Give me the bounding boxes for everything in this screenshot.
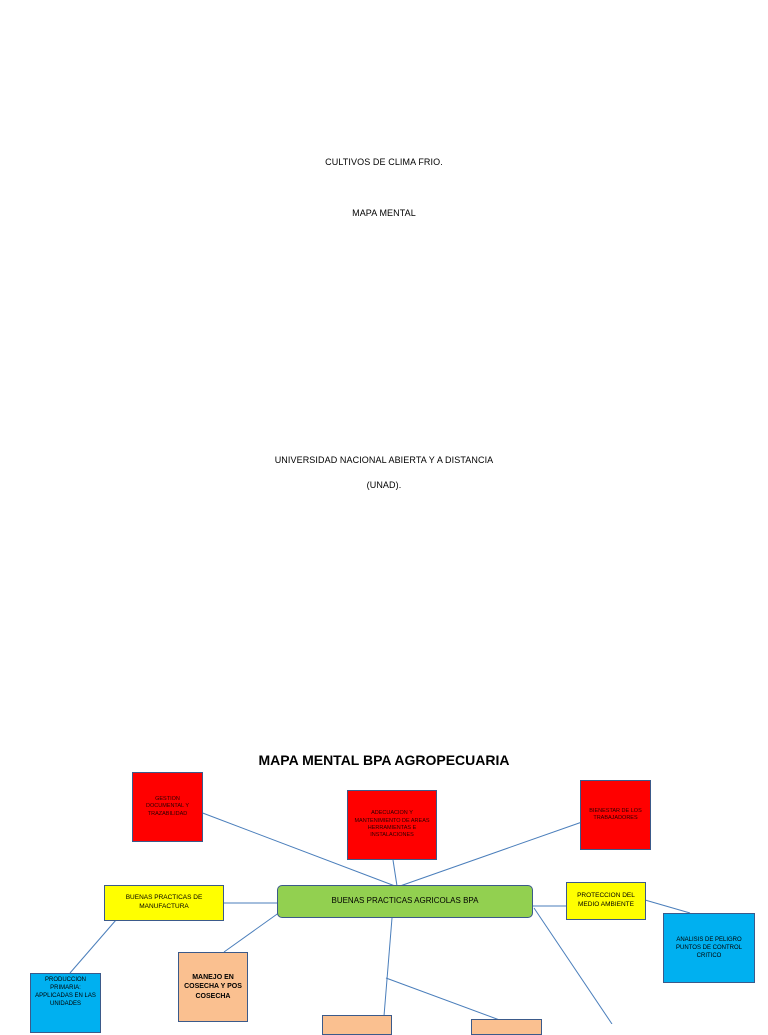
node-label: ADECUACION Y MANTENIMIENTO DE AREAS HERR… [354, 810, 430, 839]
node-label: BIENESTAR DE LOS TRABAJADORES [589, 807, 642, 821]
node-proteccion: PROTECCION DEL MEDIO AMBIENTE [566, 882, 646, 920]
node-label: ANALISIS DE PELIGRO PUNTOS DE CONTROL CR… [676, 936, 742, 960]
connector-center-adecuacion [392, 859, 398, 887]
node-analisis-peligro: ANALISIS DE PELIGRO PUNTOS DE CONTROL CR… [663, 913, 755, 983]
node-bottom-right [471, 1019, 542, 1035]
connector-proteccion-analisis [644, 899, 691, 914]
connector-center-manejo [223, 911, 281, 953]
node-bottom-left [322, 1015, 392, 1035]
node-label: MANEJO EN COSECHA Y POS COSECHA [184, 973, 242, 1000]
node-label: GESTION DOCUMENTAL Y TRAZABILIDAD [146, 795, 189, 817]
connector-center-bienestar [399, 821, 583, 887]
connector-down-right [385, 977, 506, 1023]
node-manejo-cosecha: MANEJO EN COSECHA Y POS COSECHA [178, 952, 248, 1022]
node-label: PROTECCION DEL MEDIO AMBIENTE [577, 892, 635, 908]
university-acronym: (UNAD). [366, 480, 402, 490]
connector-center-down [383, 917, 393, 1017]
node-adecuacion: ADECUACION Y MANTENIMIENTO DE AREAS HERR… [347, 790, 437, 860]
mind-map-title: MAPA MENTAL BPA AGROPECUARIA [258, 752, 510, 768]
node-center-bpa: BUENAS PRACTICAS AGRICOLAS BPA [277, 885, 533, 918]
node-manufactura: BUENAS PRACTICAS DE MANUFACTURA [104, 885, 224, 921]
node-gestion-documental: GESTION DOCUMENTAL Y TRAZABILIDAD [132, 772, 203, 842]
document-subtitle: MAPA MENTAL [352, 208, 416, 218]
node-label: BUENAS PRACTICAS DE MANUFACTURA [125, 894, 203, 910]
connector-center-lower-right [533, 907, 613, 1024]
connector-center-gestion [199, 811, 396, 887]
university-name: UNIVERSIDAD NACIONAL ABIERTA Y A DISTANC… [274, 455, 494, 465]
node-label: PRODUCCION PRIMARIA: APPLICADAS EN LAS U… [35, 977, 96, 1008]
connector-manufactura-produccion [69, 919, 117, 974]
node-produccion-primaria: PRODUCCION PRIMARIA: APPLICADAS EN LAS U… [30, 973, 101, 1033]
node-bienestar: BIENESTAR DE LOS TRABAJADORES [580, 780, 651, 850]
document-title: CULTIVOS DE CLIMA FRIO. [325, 157, 443, 167]
node-label: BUENAS PRACTICAS AGRICOLAS BPA [331, 896, 479, 906]
